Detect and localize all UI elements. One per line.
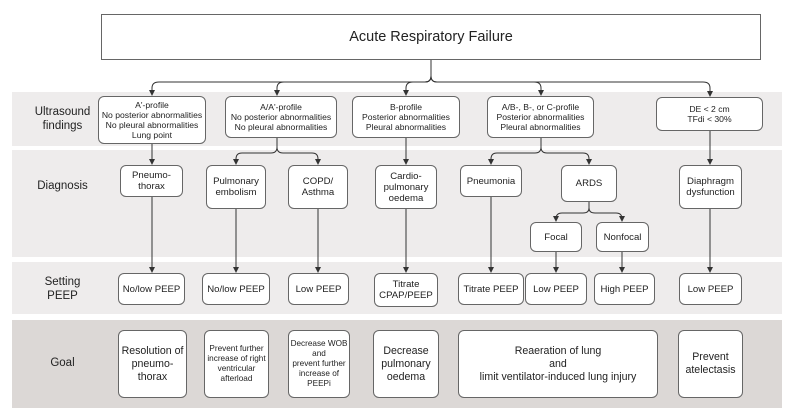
peep-ards-focal: Low PEEP: [525, 273, 587, 305]
goal-prevent-rv-afterload: Prevent further increase of right ventri…: [204, 330, 269, 398]
peep-ards-nonfocal: High PEEP: [594, 273, 655, 305]
diagnosis-pulmonary-embolism: Pulmonary embolism: [206, 165, 266, 209]
connector-title-to-a-prime: [149, 75, 432, 96]
connector-title-to-aa-prime: [274, 75, 432, 96]
row-label-goal: Goal: [50, 357, 75, 369]
connector-abc-to-pneumonia: [488, 146, 542, 165]
connector-title-to-de: [430, 75, 713, 97]
page-title: Acute Respiratory Failure: [349, 29, 513, 45]
peep-pulmonary-embolism: No/low PEEP: [202, 273, 270, 305]
goal-decrease-wob: Decrease WOB and prevent further increas…: [288, 330, 350, 398]
diagnosis-pneumonia: Pneumonia: [460, 165, 522, 197]
peep-pneumothorax: No/low PEEP: [118, 273, 185, 305]
diagnosis-copd-asthma: COPD/ Asthma: [288, 165, 348, 209]
peep-copd-asthma: Low PEEP: [288, 273, 349, 305]
diagnosis-cardiopulmonary-oedema: Cardio- pulmonary oedema: [375, 165, 437, 209]
row-label-ultrasound: Ultrasound findings: [34, 106, 91, 132]
row-label-peep: Setting PEEP: [44, 276, 81, 302]
peep-pneumonia: Titrate PEEP: [458, 273, 524, 305]
goal-reaeration-of-lung: Reaeration of lung and limit ventilator-…: [458, 330, 658, 398]
ultrasound-a-prime-profile: A'-profile No posterior abnormalities No…: [98, 96, 206, 144]
connector-title-to-abc: [430, 75, 544, 96]
connector-ards-to-nonfocal: [588, 207, 625, 222]
connector-aa-prime-to-copd: [276, 146, 321, 165]
diagnosis-ards: ARDS: [561, 165, 617, 202]
goal-resolution-pneumothorax: Resolution of pneumo- thorax: [118, 330, 187, 398]
ultrasound-de-tfdi: DE < 2 cm TFdi < 30%: [656, 97, 763, 131]
title-box: Acute Respiratory Failure: [101, 14, 761, 60]
goal-decrease-pulmonary-oedema: Decrease pulmonary oedema: [373, 330, 439, 398]
connector-abc-to-ards: [540, 146, 592, 165]
row-label-diagnosis: Diagnosis: [37, 180, 88, 192]
ultrasound-b-profile: B-profile Posterior abnormalities Pleura…: [352, 96, 460, 138]
goal-prevent-atelectasis: Prevent atelectasis: [678, 330, 743, 398]
ultrasound-aa-prime-profile: A/A'-profile No posterior abnormalities …: [225, 96, 337, 138]
diagnosis-pneumothorax: Pneumo- thorax: [120, 165, 183, 197]
peep-diaphragm-dysfunction: Low PEEP: [679, 273, 742, 305]
diagnosis-ards-focal: Focal: [530, 222, 582, 252]
connector-ards-to-focal: [553, 207, 590, 222]
ultrasound-abc-profile: A/B-, B-, or C-profile Posterior abnorma…: [487, 96, 594, 138]
connector-title-to-b: [403, 75, 432, 96]
connector-aa-prime-to-pe: [233, 146, 278, 165]
peep-cardiopulmonary-oedema: Titrate CPAP/PEEP: [374, 273, 438, 307]
diagnosis-ards-nonfocal: Nonfocal: [596, 222, 649, 252]
diagnosis-diaphragm-dysfunction: Diaphragm dysfunction: [679, 165, 742, 209]
